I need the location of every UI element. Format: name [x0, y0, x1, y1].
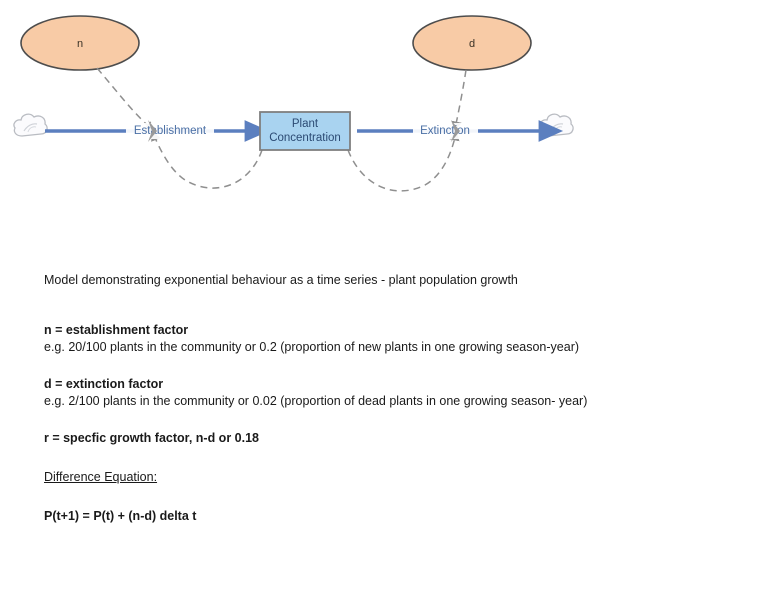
note-equation: P(t+1) = P(t) + (n-d) delta t: [44, 509, 197, 523]
connector-n-to-establishment: [96, 67, 155, 132]
stock-flow-diagram: n d Plant Concentration Establishment Ex…: [0, 0, 771, 230]
flow-label-extinction: Extinction: [420, 125, 470, 137]
note-n-heading: n = establishment factor: [44, 323, 189, 337]
note-n-detail: e.g. 20/100 plants in the community or 0…: [44, 340, 580, 354]
connector-arrowhead-establishment: [148, 120, 157, 142]
note-d-heading: d = extinction factor: [44, 377, 164, 391]
connector-stock-to-extinction: [347, 130, 460, 192]
connector-arrowhead-extinction: [451, 120, 460, 142]
note-difference-heading: Difference Equation:: [44, 470, 158, 484]
stock-label-line2: Concentration: [269, 132, 341, 144]
sink-cloud-icon: [539, 113, 574, 137]
converter-d[interactable]: [412, 15, 532, 71]
note-intro: Model demonstrating exponential behaviou…: [44, 273, 518, 287]
flow-label-establishment: Establishment: [134, 125, 207, 137]
stock-plant-concentration[interactable]: [259, 111, 351, 151]
connector-d-to-extinction: [451, 69, 467, 132]
converter-d-label: d: [469, 38, 475, 50]
converter-n-label: n: [77, 38, 83, 50]
converter-n[interactable]: [20, 15, 140, 71]
stock-label-line1: Plant: [292, 118, 319, 130]
note-r-line: r = specfic growth factor, n-d or 0.18: [44, 431, 259, 445]
model-notes: Model demonstrating exponential behaviou…: [44, 272, 744, 525]
source-cloud-icon: [13, 113, 48, 137]
note-d-detail: e.g. 2/100 plants in the community or 0.…: [44, 394, 588, 408]
connector-stock-to-establishment: [151, 130, 263, 189]
